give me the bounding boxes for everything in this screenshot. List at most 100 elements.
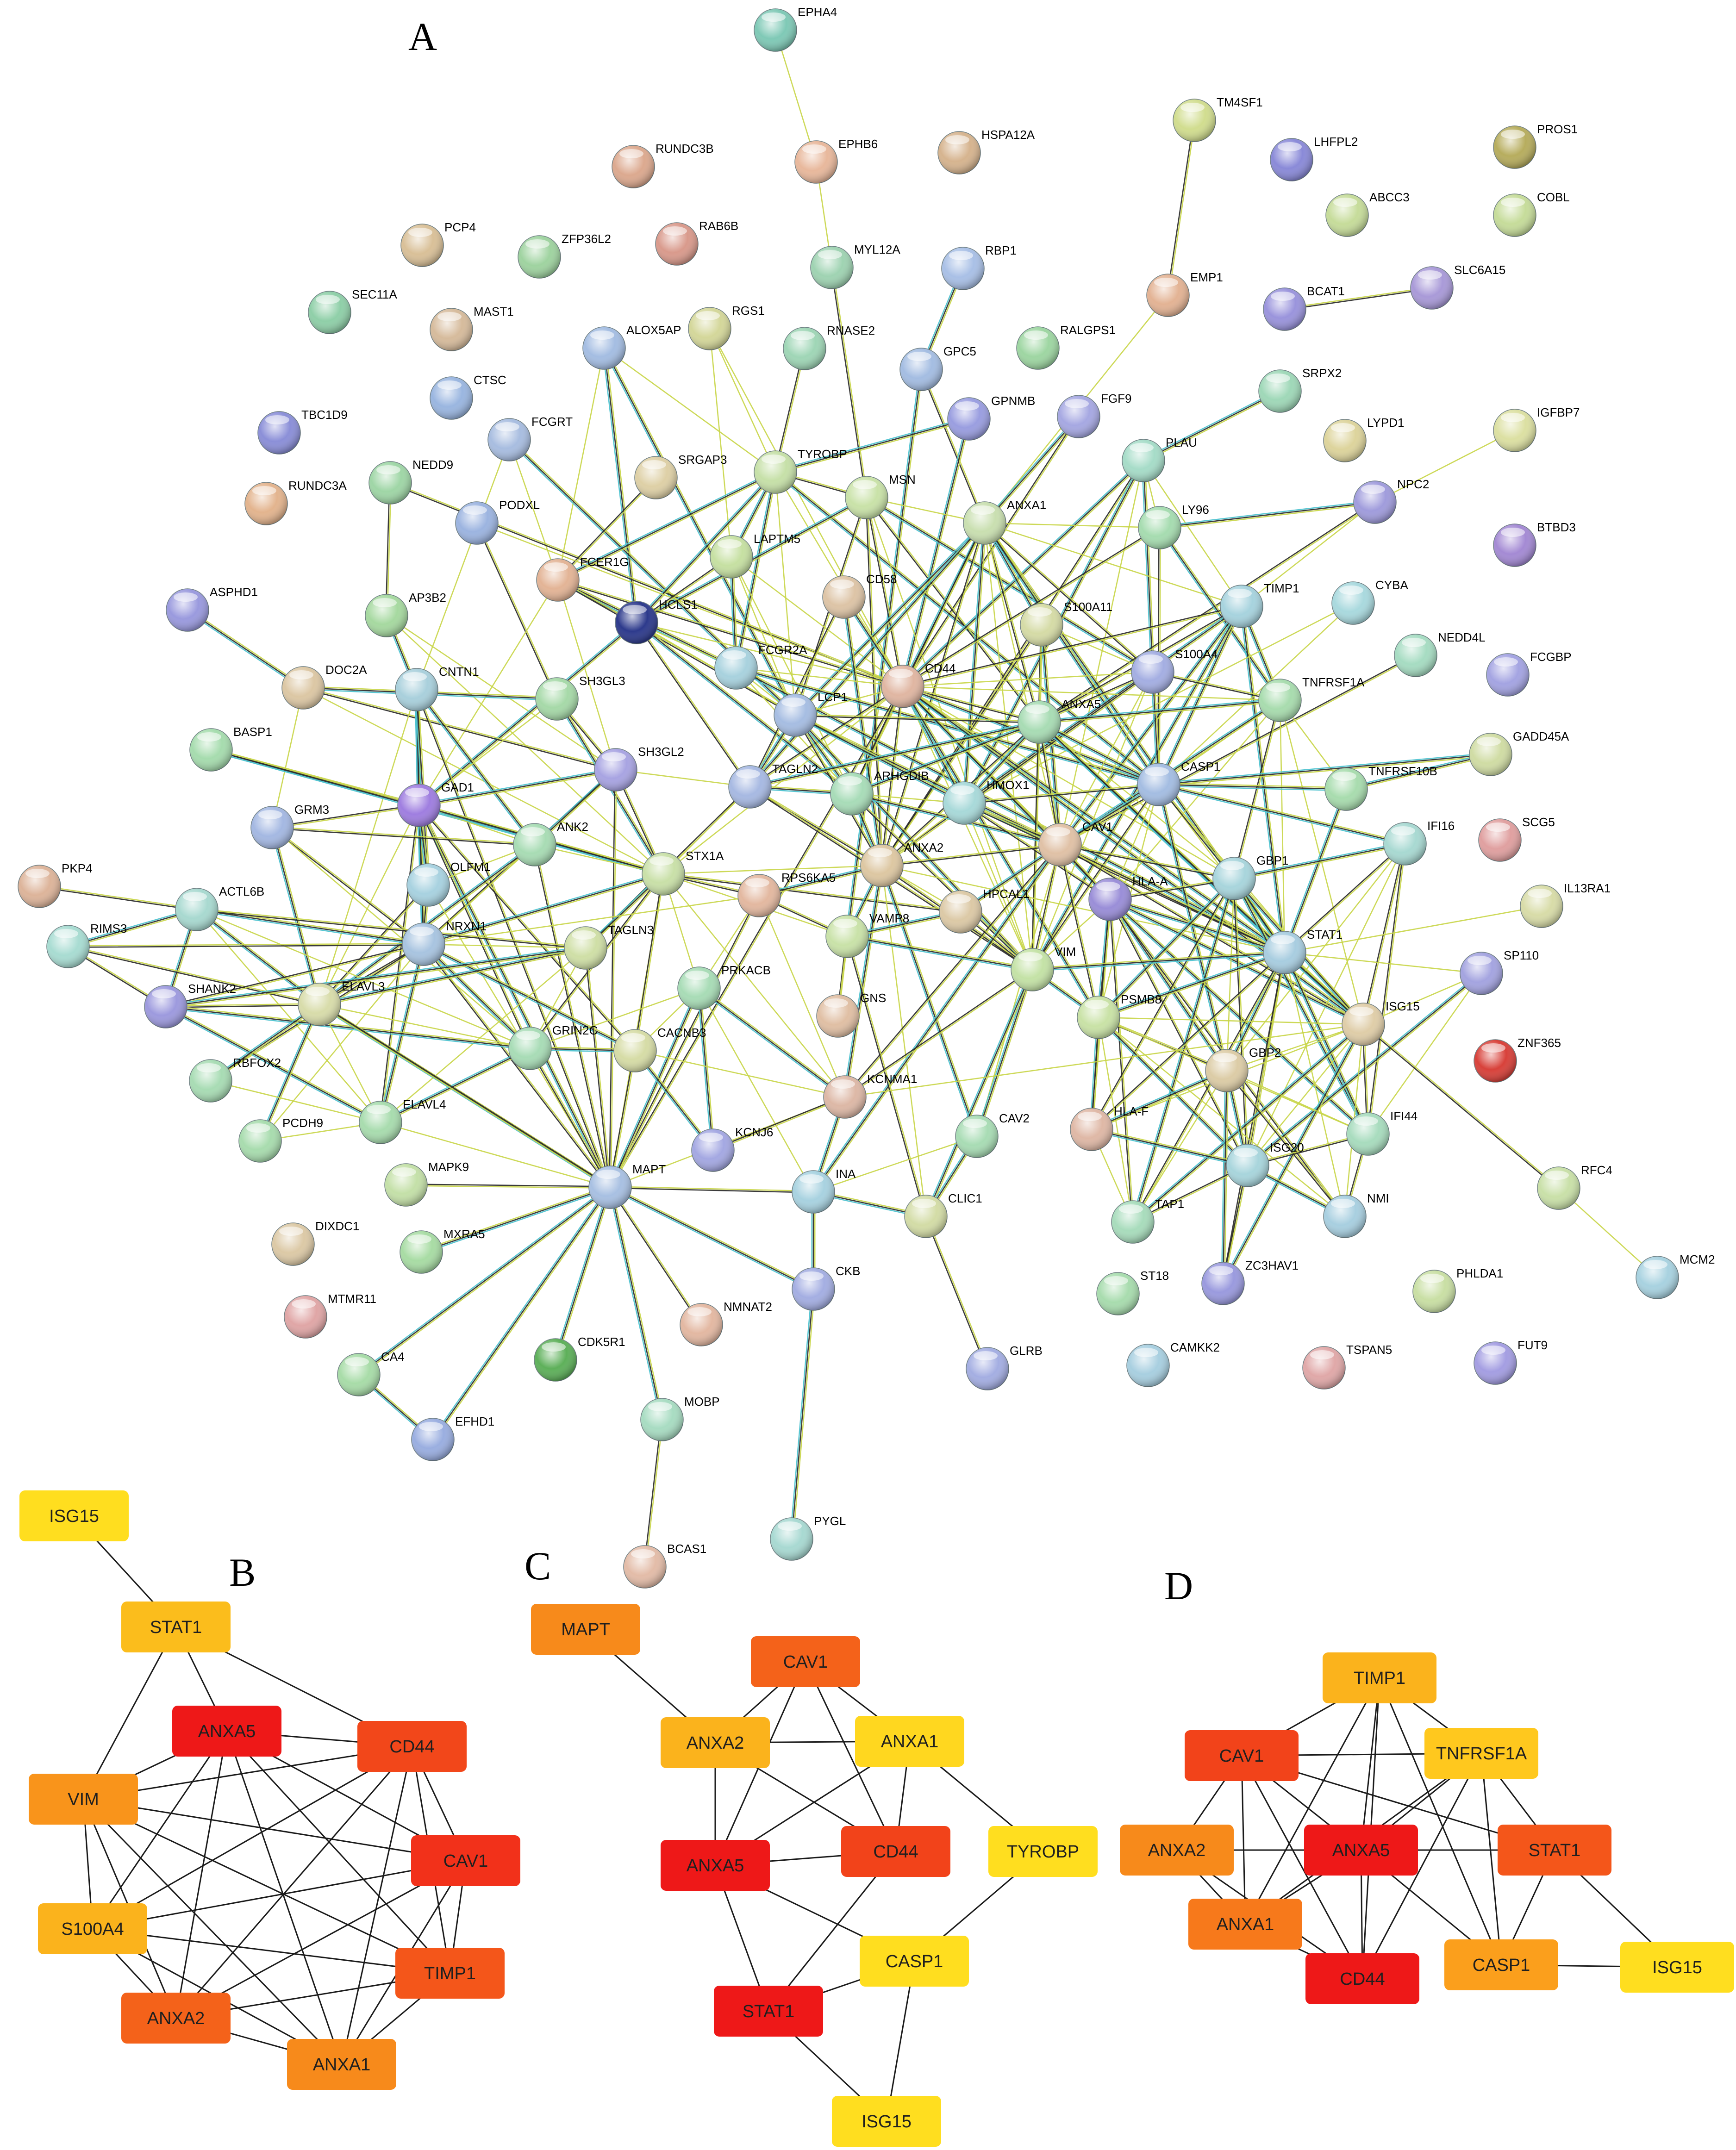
hub-node-label: CAV1 (443, 1851, 488, 1871)
node-bcas1: BCAS1 (623, 1542, 706, 1589)
edge-cntn1-mapt (415, 689, 612, 1188)
node-label: CAMKK2 (1170, 1340, 1220, 1354)
edge-cav1-anxa1 (1241, 1755, 1246, 1925)
edge-tnfrsf1a-hla-a (1109, 699, 1281, 900)
hub-node-vim: VIM (29, 1774, 138, 1825)
node-gadd45a: GADD45A (1469, 729, 1569, 776)
node-label: PYGL (814, 1514, 846, 1528)
edge-ckb-pygl (789, 1288, 816, 1540)
edge-ank2-mapt (533, 844, 612, 1188)
node-abcc3: ABCC3 (1325, 190, 1410, 237)
edge-arhgdib-vim (850, 792, 1034, 971)
node-ina: INA (792, 1167, 856, 1214)
edge-cav1-psmb8 (1059, 844, 1100, 1018)
node-rundc3b: RUNDC3B (612, 142, 714, 188)
node-nrxn1: NRXN1 (402, 919, 487, 966)
edge-sh3gl2-mapt (609, 769, 617, 1188)
node-label: LHFPL2 (1314, 135, 1358, 149)
node-rab6b: RAB6B (655, 219, 738, 266)
node-label: STX1A (686, 849, 724, 863)
edge-anxa5-arhgdib (850, 720, 1041, 796)
hub-node-anxa5: ANXA5 (1304, 1825, 1418, 1876)
node-hpcal1: HPCAL1 (939, 887, 1030, 934)
node-label: RUNDC3A (288, 479, 347, 492)
node-anxa2: ANXA2 (860, 841, 943, 887)
edge-gad1-grin2c (418, 804, 531, 1049)
node-label: S100A4 (1175, 647, 1218, 661)
edge-sh3gl2-tagln2 (615, 769, 751, 788)
node-emp1: EMP1 (1146, 270, 1223, 317)
hub-node-casp1: CASP1 (1444, 1939, 1558, 1990)
edge-gpc5-anxa1 (920, 368, 986, 524)
edge-plau-timp1 (1143, 460, 1243, 607)
edge-fcer1g-gad1 (418, 579, 559, 806)
edge-cav1-s100a4 (92, 1860, 466, 1930)
edge-npc2-timp1 (1241, 501, 1376, 607)
node-label: RBP1 (985, 243, 1017, 257)
node-label: IGFBP7 (1537, 405, 1580, 419)
node-pcdh9: PCDH9 (238, 1116, 323, 1163)
edge-stat1-hla-f (1090, 951, 1286, 1131)
edge-actl6b-rims3 (67, 907, 198, 949)
node-fcgbp: FCGBP (1486, 650, 1572, 697)
edge-rps6ka5-kcnma1 (758, 895, 846, 1098)
hub-node-label: TIMP1 (1354, 1669, 1405, 1688)
edge-actl6b-tagln3 (196, 908, 587, 949)
edge-stx1a-nrxn1 (422, 872, 665, 947)
node-alox5ap: ALOX5AP (582, 323, 681, 370)
hub-node-label: ISG15 (49, 1507, 99, 1526)
node-ifi44: IFI44 (1346, 1109, 1418, 1156)
edge-cd44-tagln2 (749, 685, 904, 788)
edge-vim-clic1 (924, 968, 1035, 1218)
edge-tnfrsf1a-cd44 (1361, 1753, 1482, 1979)
node-mtmr11: MTMR11 (284, 1292, 376, 1339)
node-label: PKP4 (62, 861, 93, 875)
edge-s100a4-timp1 (92, 1928, 450, 1974)
node-s100a4: S100A4 (1131, 647, 1218, 694)
node-label: PCP4 (444, 220, 476, 234)
edge-fcer1g-cd44 (557, 579, 904, 688)
node-sh3gl3: SH3GL3 (535, 674, 625, 721)
node-olfm1: OLFM1 (406, 860, 491, 907)
node-tm4sf1: TM4SF1 (1173, 95, 1263, 142)
node-label: DIXDC1 (315, 1219, 359, 1233)
edge-ifi16-ifi44 (1367, 843, 1406, 1135)
edge-epha4-ephb6 (774, 29, 817, 163)
node-mxra5: MXRA5 (400, 1227, 485, 1274)
edge-timp1-cav1 (1058, 604, 1243, 847)
node-lhfpl2: LHFPL2 (1270, 135, 1358, 181)
node-label: KCNMA1 (867, 1072, 917, 1086)
edge-fcgr2a-cd44 (735, 667, 904, 687)
edge-bcat1-slc6a15 (1284, 287, 1433, 311)
node-label: HSPA12A (981, 128, 1035, 142)
node-hmox1: HMOX1 (943, 778, 1029, 825)
edge-vamp8-clic1 (846, 935, 927, 1217)
edge-psmb8-isg15 (1098, 1016, 1364, 1025)
edge-mapt-mapk9 (405, 1184, 611, 1189)
node-stat1: STAT1 (1263, 928, 1343, 974)
node-label: DOC2A (325, 663, 367, 677)
node-label: HLA-A (1132, 874, 1168, 888)
hub-node-casp1: CASP1 (860, 1936, 969, 1987)
edge-nedd9-ap3b2 (385, 482, 392, 617)
edge-nrxn1-tagln3 (423, 943, 587, 949)
edge-anxa1-arhgdib (850, 522, 986, 795)
node-zc3hav1: ZC3HAV1 (1201, 1259, 1299, 1305)
edge-fgf9-anxa1 (983, 415, 1080, 525)
edge-anxa5-s100a4 (92, 1731, 228, 1929)
node-label: MTMR11 (328, 1292, 376, 1306)
node-npc2: NPC2 (1353, 477, 1429, 524)
node-kcnj6: KCNJ6 (691, 1125, 773, 1172)
node-srpx2: SRPX2 (1258, 366, 1342, 413)
edge-anxa2-cav1 (881, 843, 1061, 867)
edge-isg15-kcnma1 (844, 1023, 1364, 1098)
edge-gbp1-hla-f (1090, 877, 1236, 1131)
edge-gad1-elavl3 (318, 804, 420, 1005)
edge-mobp-bcas1 (643, 1419, 663, 1568)
edge-anxa5-anxa1 (226, 1731, 343, 2065)
node-nmnat2: NMNAT2 (680, 1300, 772, 1346)
hub-node-mapt: MAPT (531, 1604, 640, 1655)
edge-prkacb-ina (698, 987, 814, 1193)
edge-shank2-grin2c (165, 1004, 531, 1051)
panel-c-letter: C (525, 1544, 551, 1588)
